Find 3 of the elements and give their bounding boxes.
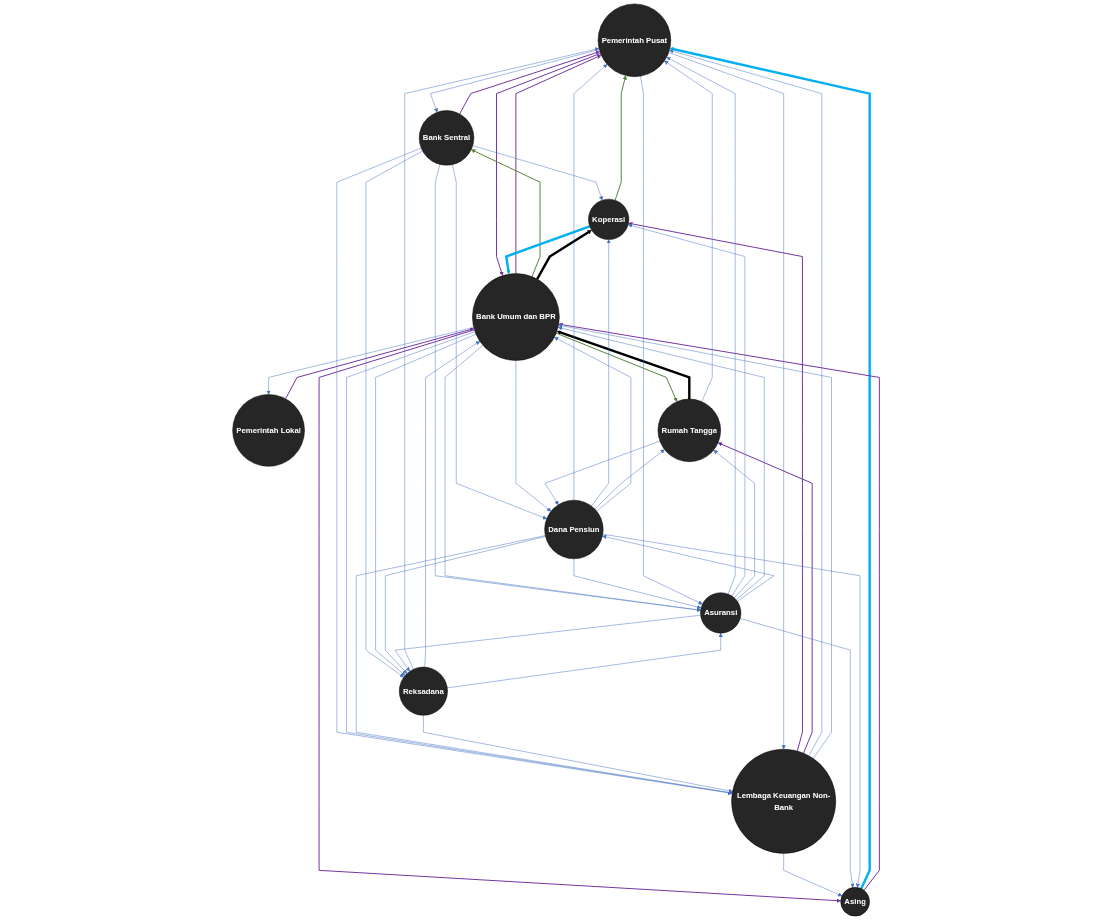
arrow [556, 330, 691, 399]
arrow [536, 229, 592, 280]
arrow [504, 225, 591, 275]
